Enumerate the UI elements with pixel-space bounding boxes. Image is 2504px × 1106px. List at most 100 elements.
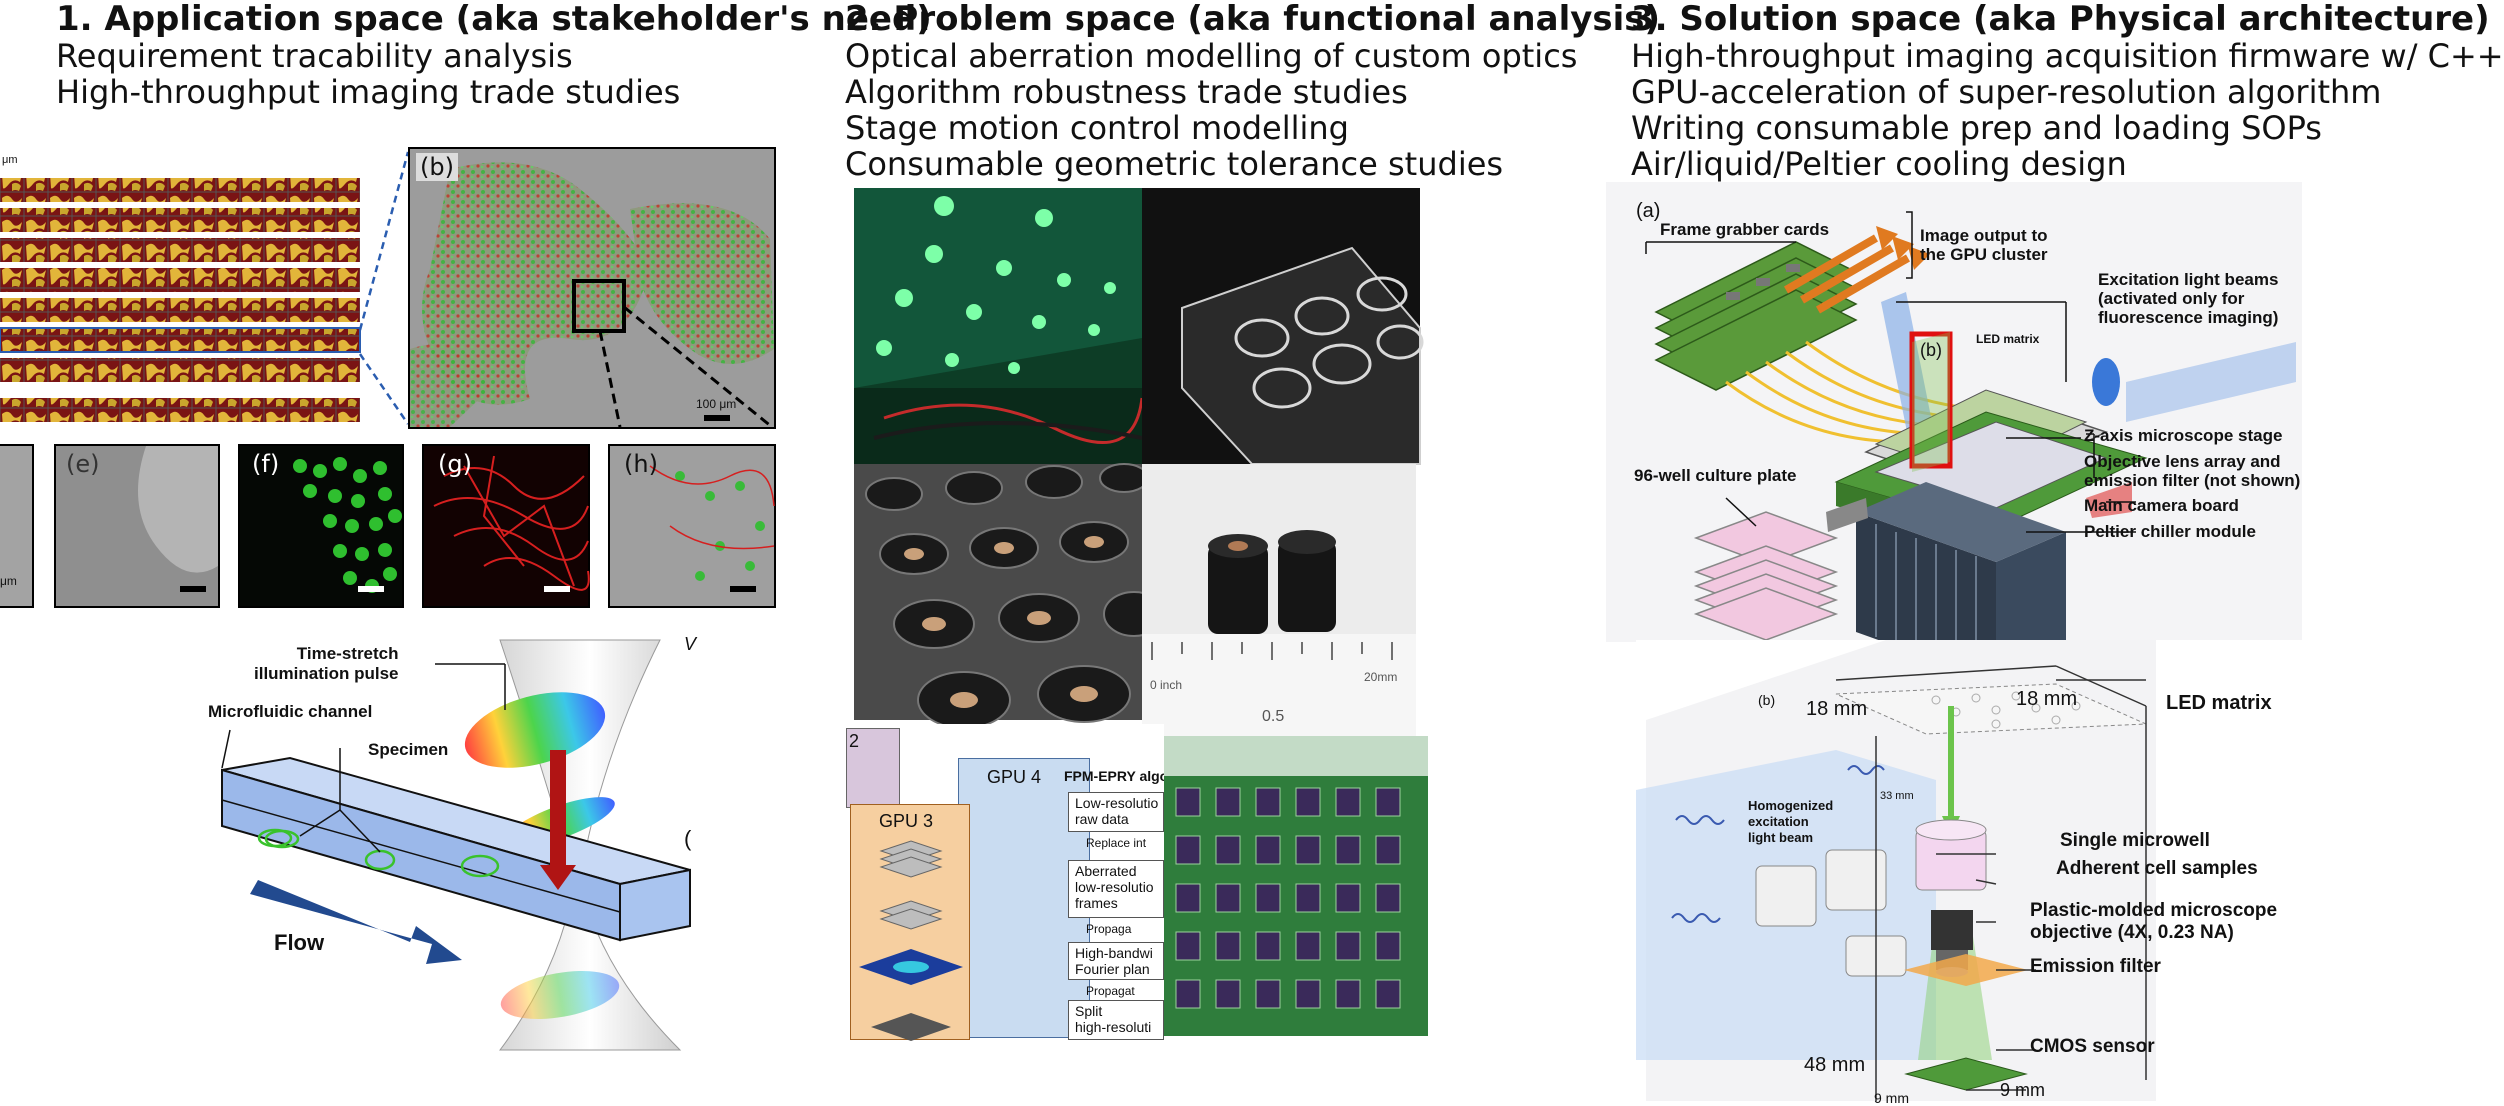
tile-mosaic-figure: μm [0, 154, 362, 428]
column-line: High-throughput imaging acquisition firm… [1631, 37, 2504, 75]
column-title: 3. Solution space (aka Physical architec… [1631, 0, 2490, 39]
micrograph-panel-h: (h) [608, 444, 776, 608]
algo-step-3-label: Aberrated low-resolutio frames [1075, 863, 1154, 911]
column-line: Requirement tracability analysis [56, 37, 573, 75]
algo-step-5: High-bandwi Fourier plan [1068, 942, 1164, 980]
column-application-space: 1. Application space (aka stakeholder's … [56, 0, 932, 110]
label-9mm: 9 mm [2000, 1080, 2045, 1100]
label-cut-top: V [684, 634, 697, 654]
label-peltier: Peltier chiller module [2084, 522, 2256, 541]
panel-letter-e: (e) [66, 450, 100, 478]
panel-letter-g: (g) [438, 450, 472, 478]
label-adherent: Adherent cell samples [2056, 858, 2258, 879]
algo-step-3: Aberrated low-resolutio frames [1068, 860, 1164, 918]
ruler-label-half: 0.5 [1262, 708, 1285, 725]
photo-lens-array [854, 463, 1165, 729]
column-solution-space: 3. Solution space (aka Physical architec… [1631, 0, 2504, 182]
micrograph-h-svg [649, 465, 775, 592]
photo-objectives-ruler-svg [1142, 464, 1416, 736]
label-image-output: Image output to the GPU cluster [1920, 226, 2048, 264]
tile-mosaic-svg [0, 168, 362, 428]
panel-letter-h: (h) [624, 450, 658, 478]
label-specimen: Specimen [368, 740, 449, 759]
photo-led-svg [854, 188, 1144, 464]
gpu-algorithm-diagram: 2 GPU 4 GPU 3 FPM-EPRY algo Low-resoluti… [846, 724, 1168, 1042]
label-b-ref: (b) [1920, 340, 1942, 360]
label-48mm: 48 mm [1804, 1054, 1866, 1076]
algo-step-7: Split high-resoluti [1068, 1000, 1164, 1040]
label-3a-letter: (a) [1636, 200, 1661, 222]
column-line: Consumable geometric tolerance studies [845, 145, 1504, 183]
time-stretch-illustration: Time-stretch illumination pulse Microflu… [200, 634, 700, 1051]
gpu3-label: GPU 3 [879, 811, 934, 831]
label-pulse: Time-stretch illumination pulse [254, 644, 399, 683]
gpu3-stack-svg [859, 840, 963, 1041]
column-title: 2. Problem space (aka functional analysi… [845, 0, 1661, 39]
algo-step-6-label: Propagat [1086, 984, 1135, 998]
algo-step-5-label: High-bandwi Fourier plan [1075, 945, 1153, 977]
label-96-well: 96-well culture plate [1634, 466, 1797, 485]
photo-well-plate [1142, 188, 1424, 465]
gpu2-label: 2 [849, 731, 860, 751]
micrograph-panel-e: (e) [54, 444, 220, 608]
label-led-matrix-3a: LED matrix [1976, 332, 2040, 346]
photo-led-hardware [854, 188, 1144, 464]
gpu2-box: 2 [846, 728, 900, 808]
micrograph-panel-d: μm [0, 444, 34, 608]
column-line: High-throughput imaging trade studies [56, 73, 681, 111]
micrograph-panel-b: (b) 100 μm [408, 147, 776, 429]
label-3b-letter: (b) [1758, 692, 1776, 708]
optical-path-svg [1636, 640, 2336, 1101]
label-18mm-b: 18 mm [2016, 688, 2078, 710]
algo-step-1-label: Low-resolutio raw data [1075, 795, 1159, 827]
algo-step-1: Low-resolutio raw data [1068, 792, 1164, 832]
label-frame-grabber: Frame grabber cards [1660, 220, 1830, 239]
label-channel: Microfluidic channel [208, 702, 373, 721]
label-18mm-a: 18 mm [1806, 698, 1868, 720]
gpu4-label: GPU 4 [987, 767, 1042, 787]
micrograph-panel-g: (g) [422, 444, 590, 608]
micrograph-panel-f: (f) [238, 444, 404, 608]
column-line: Algorithm robustness trade studies [845, 73, 1408, 111]
label-objective-array: Objective lens array and emission filter… [2084, 452, 2301, 490]
label-microwell: Single microwell [2060, 830, 2210, 851]
system-architecture-svg [1606, 182, 2302, 682]
panel-letter-f: (f) [252, 450, 280, 478]
column-line: Optical aberration modelling of custom o… [845, 37, 1578, 75]
label-emission: Emission filter [2030, 956, 2161, 977]
column-line: Air/liquid/Peltier cooling design [1631, 145, 2127, 183]
photo-well-plate-svg [1142, 188, 1424, 465]
photo-sensor-board [1164, 736, 1428, 1036]
photo-objectives-ruler: 0 inch 0.5 20mm [1142, 464, 1416, 736]
system-architecture-figure: (a) Frame grabber cards Image output to … [1606, 182, 2302, 682]
column-line: Writing consumable prep and loading SOPs [1631, 109, 2322, 147]
scale-label: μm [2, 154, 18, 166]
zoom-connector-lines [358, 151, 410, 425]
label-objective: Plastic-molded microscope objective (4X,… [2030, 900, 2278, 943]
algo-title: FPM-EPRY algo [1064, 768, 1169, 784]
scale-label-b: 100 μm [696, 397, 737, 411]
column-line: Stage motion control modelling [845, 109, 1349, 147]
panel-letter-b: (b) [416, 153, 458, 181]
micrograph-e-svg [56, 446, 218, 606]
label-flow: Flow [274, 930, 325, 955]
photo-sensor-board-svg [1164, 736, 1428, 1036]
column-line: GPU-acceleration of super-resolution alg… [1631, 73, 2382, 111]
photo-lens-array-svg [854, 463, 1165, 729]
ruler-label-mm: 20mm [1364, 670, 1398, 684]
optical-path-figure: (b) 18 mm 18 mm LED matrix Homogenized e… [1636, 640, 2336, 1106]
label-9mm-b: 9 mm [1874, 1090, 1909, 1106]
label-homogenized: Homogenized excitation light beam [1748, 798, 1834, 845]
micrograph-g-svg [433, 455, 590, 592]
label-main-camera: Main camera board [2084, 496, 2239, 515]
micrograph-b-svg [410, 162, 774, 429]
label-excitation: Excitation light beams (activated only f… [2098, 270, 2279, 327]
time-stretch-svg [221, 639, 691, 1051]
label-33mm: 33 mm [1880, 790, 1914, 802]
label-cmos: CMOS sensor [2030, 1036, 2155, 1057]
label-led-matrix-3b: LED matrix [2166, 692, 2272, 714]
label-cut-right: ( [684, 826, 692, 851]
column-title: 1. Application space (aka stakeholder's … [56, 0, 932, 39]
algo-step-2-label: Replace int [1086, 836, 1147, 850]
algo-step-4-label: Propaga [1086, 922, 1132, 936]
